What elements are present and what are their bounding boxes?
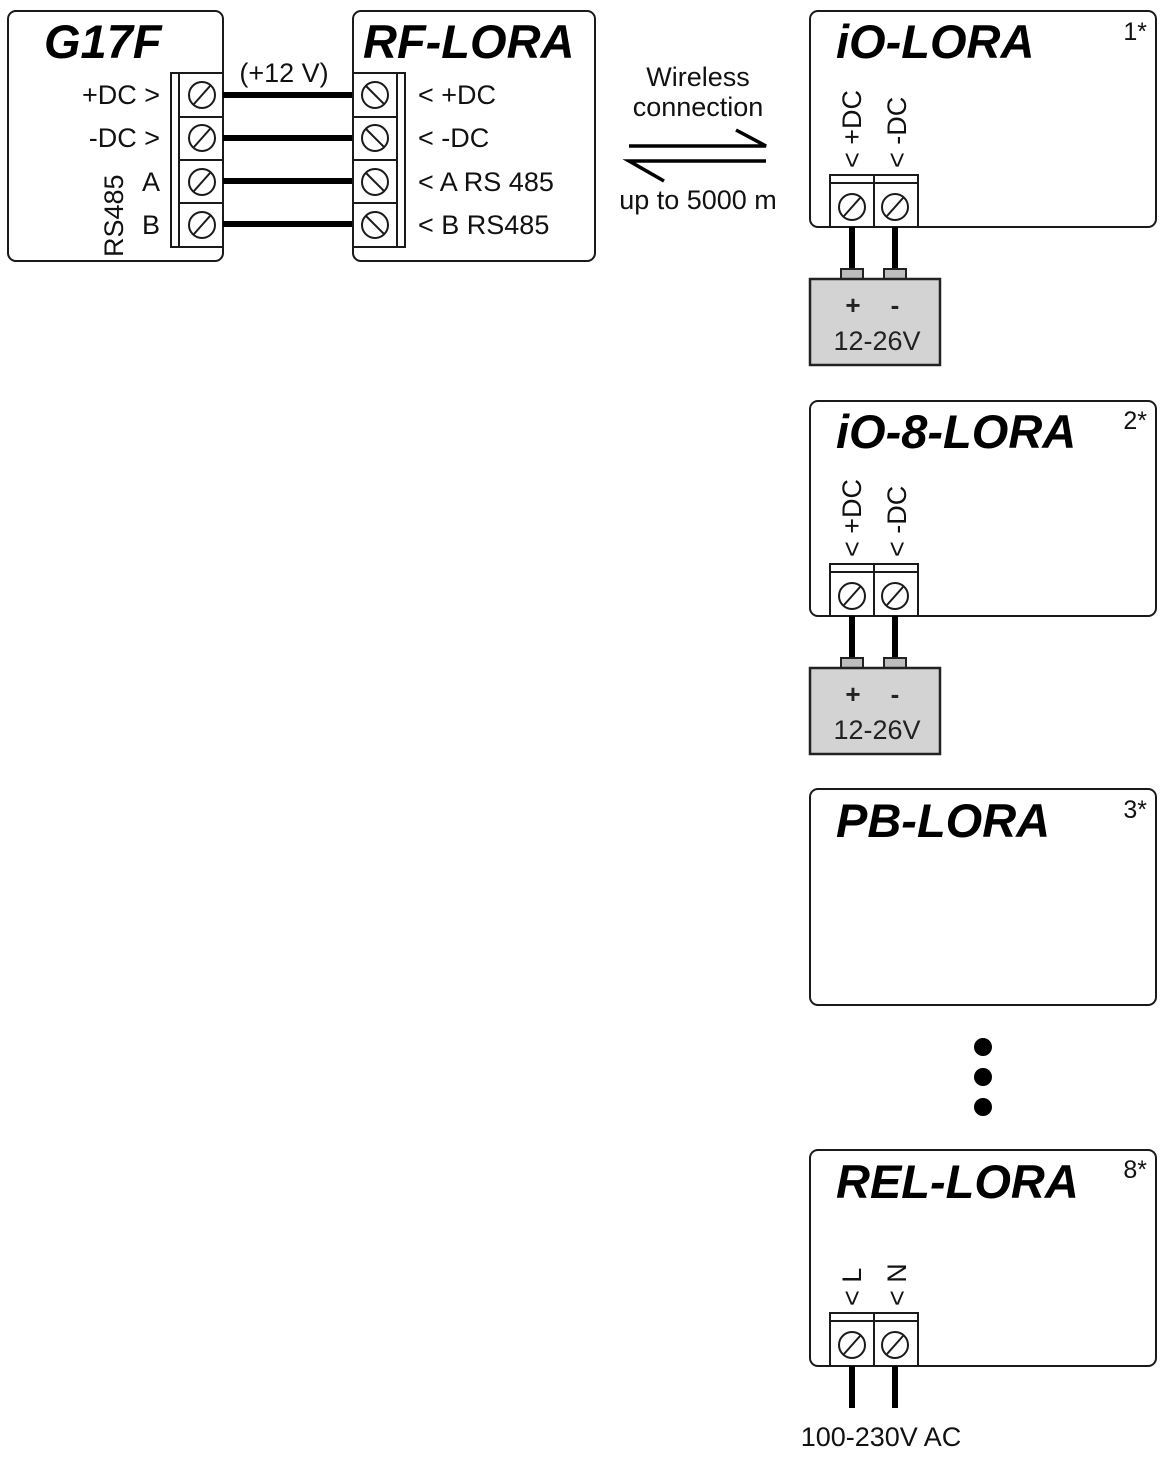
device-pb-lora: PB-LORA 3* xyxy=(809,788,1157,1006)
device-terminal-block xyxy=(829,1312,919,1367)
device-box xyxy=(809,10,1157,228)
bus-wires: (+12 V) xyxy=(223,58,353,227)
controller-terminal-label: +DC > xyxy=(82,80,160,110)
psu-plus-sign: + xyxy=(845,679,860,709)
device-terminal-label: < +DC xyxy=(837,90,867,168)
controller-terminal-label: B xyxy=(142,210,160,240)
device-io-8-lora: iO-8-LORA 2* < +DC < -DC + - 12-26V xyxy=(808,400,1157,756)
device-terminal-label: < -DC xyxy=(882,97,912,168)
screw-icon xyxy=(881,193,909,221)
rf-lora-terminal-block xyxy=(352,72,406,248)
device-title: iO-8-LORA xyxy=(836,405,1076,458)
screw-icon xyxy=(881,1331,909,1359)
device-terminal-label: < L xyxy=(837,1268,867,1306)
screw-icon xyxy=(188,124,216,152)
controller-terminal-label: A xyxy=(142,167,160,197)
mains-supply-label: 100-230V AC xyxy=(801,1422,962,1452)
device-index: 1* xyxy=(1123,18,1147,46)
more-devices-ellipsis-icon xyxy=(974,1038,992,1116)
device-terminal-block xyxy=(829,563,919,617)
controller-terminal-label: -DC > xyxy=(89,123,160,153)
screw-icon xyxy=(361,211,389,239)
bidirectional-arrow-icon xyxy=(622,128,767,183)
psu-plus-sign: + xyxy=(845,290,860,320)
wireless-label-line2: connection xyxy=(633,92,764,122)
screw-icon xyxy=(361,81,389,109)
psu-minus-sign: - xyxy=(891,290,900,320)
device-box xyxy=(809,400,1157,617)
wire-voltage-annotation: (+12 V) xyxy=(239,58,328,88)
wireless-link: Wireless connection up to 5000 m xyxy=(619,62,777,215)
rf-lora-terminal-label: < A RS 485 xyxy=(418,167,554,197)
rf-lora-terminal-label: < -DC xyxy=(418,123,489,153)
device-index: 8* xyxy=(1123,1156,1147,1184)
rf-lora-module: RF-LORA < +DC < -DC < A RS 485 < B RS485 xyxy=(352,10,596,262)
device-box xyxy=(809,788,1157,1006)
device-terminal-block xyxy=(829,174,919,228)
rs485-group-label: RS485 xyxy=(99,174,129,257)
device-terminal-label: < -DC xyxy=(882,486,912,557)
device-terminal-label: < N xyxy=(882,1263,912,1306)
wireless-label-line1: Wireless xyxy=(646,62,750,92)
power-supply: + - 12-26V xyxy=(808,268,942,367)
rf-lora-terminal-label: < B RS485 xyxy=(418,210,549,240)
device-title: PB-LORA xyxy=(836,794,1050,847)
screw-icon xyxy=(838,1331,866,1359)
power-supply: + - 12-26V xyxy=(808,657,942,756)
screw-icon xyxy=(188,211,216,239)
device-rel-lora: REL-LORA 8* < L < N 100-230V AC xyxy=(801,1149,1157,1452)
controller-terminal-block xyxy=(170,72,224,248)
psu-voltage: 12-26V xyxy=(833,715,920,745)
controller-g17f: G17F +DC > -DC > A B RS485 xyxy=(7,10,224,262)
device-index: 3* xyxy=(1123,796,1147,824)
wireless-range-label: up to 5000 m xyxy=(619,185,777,215)
psu-minus-sign: - xyxy=(891,679,900,709)
screw-icon xyxy=(361,124,389,152)
device-title: iO-LORA xyxy=(836,15,1034,68)
device-terminal-label: < +DC xyxy=(837,479,867,557)
controller-title: G17F xyxy=(44,15,163,68)
screw-icon xyxy=(188,168,216,196)
screw-icon xyxy=(838,582,866,610)
rf-lora-terminal-label: < +DC xyxy=(418,80,496,110)
device-io-lora: iO-LORA 1* < +DC < -DC + - 12-26V xyxy=(808,10,1157,367)
rf-lora-title: RF-LORA xyxy=(363,15,574,68)
device-index: 2* xyxy=(1123,407,1147,435)
screw-icon xyxy=(188,81,216,109)
device-title: REL-LORA xyxy=(836,1155,1079,1208)
screw-icon xyxy=(361,168,389,196)
screw-icon xyxy=(838,193,866,221)
psu-voltage: 12-26V xyxy=(833,326,920,356)
screw-icon xyxy=(881,582,909,610)
